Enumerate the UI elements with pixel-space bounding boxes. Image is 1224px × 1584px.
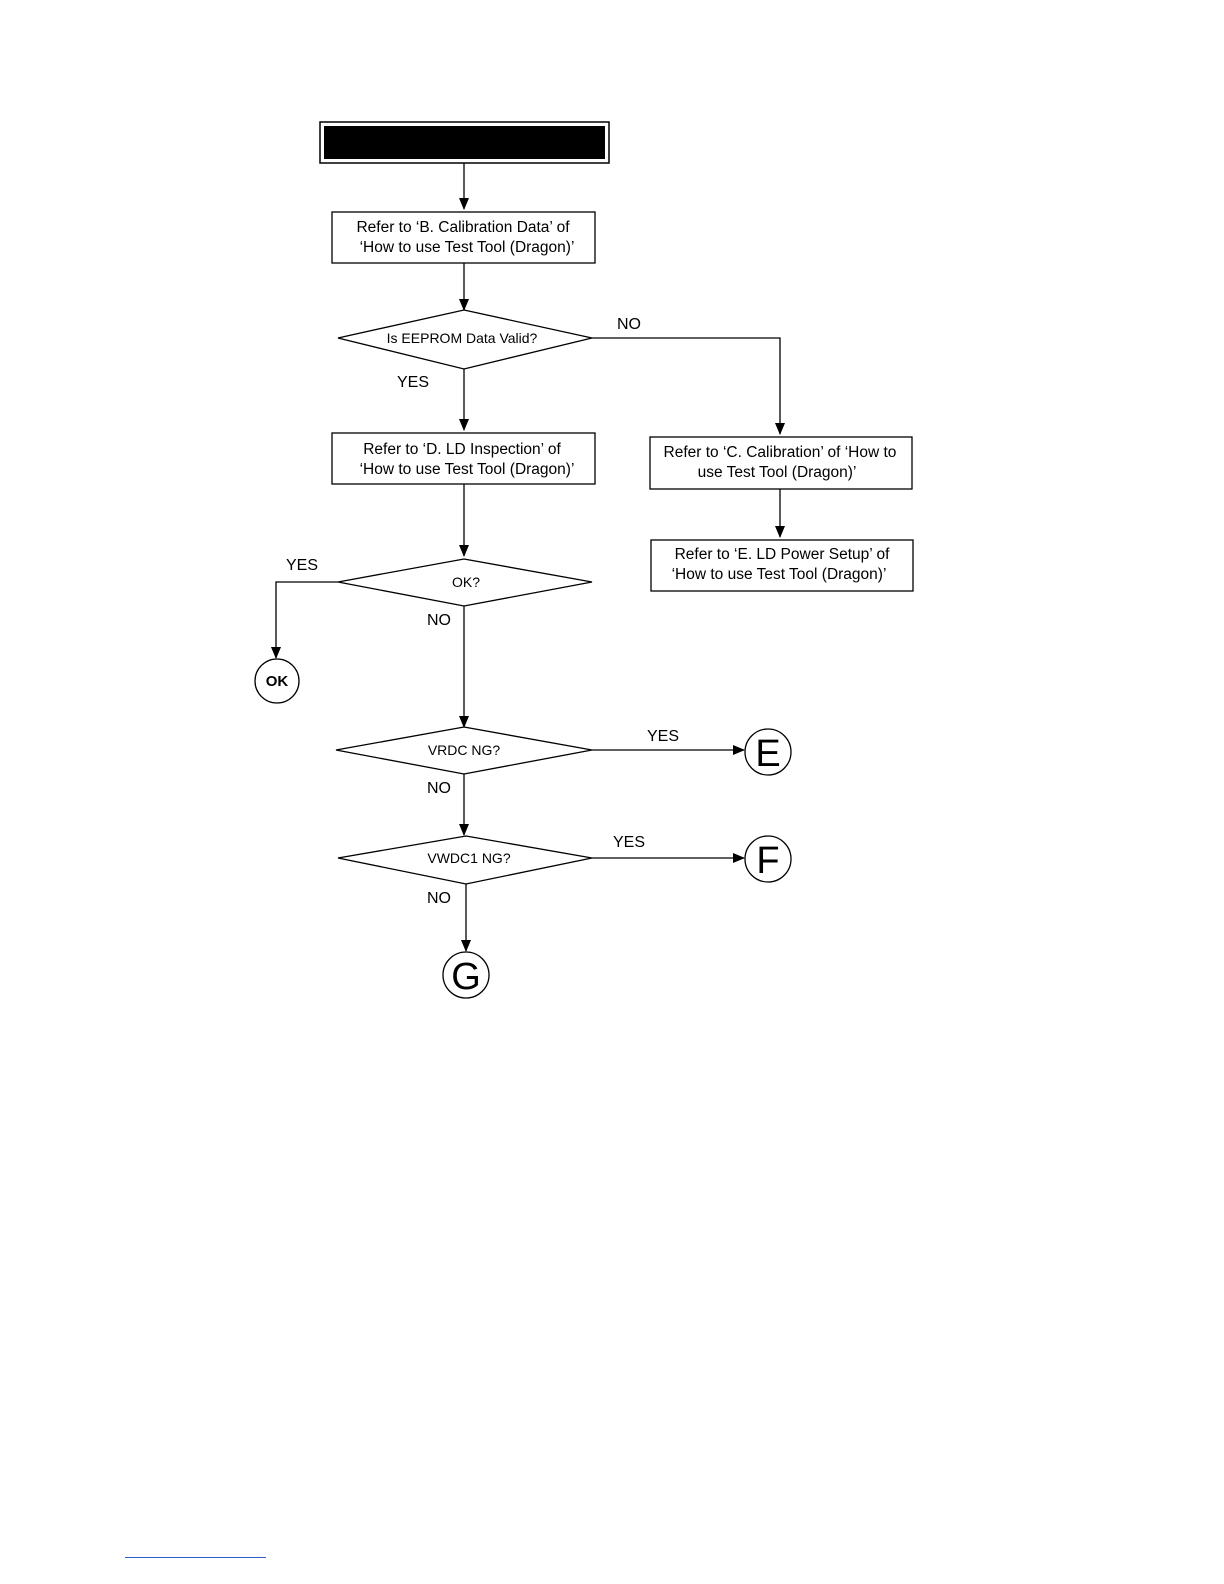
refer-e-line-1: Refer to ‘E. LD Power Setup’ of	[675, 546, 890, 563]
process-refer-b: Refer to ‘B. Calibration Data’ of ‘How t…	[331, 211, 596, 264]
label-vwdc1-no: NO	[427, 890, 451, 907]
refer-b-line-2: ‘How to use Test Tool (Dragon)’	[360, 239, 575, 256]
process-refer-d: Refer to ‘D. LD Inspection’ of ‘How to u…	[331, 432, 596, 485]
refer-b-line-1: Refer to ‘B. Calibration Data’ of	[356, 219, 570, 236]
terminal-ok: OK	[254, 658, 300, 704]
connectors	[271, 163, 785, 952]
terminal-ok-text: OK	[266, 673, 289, 690]
decision-vrdc: VRDC NG?	[335, 726, 593, 775]
terminal-g-text: G	[451, 956, 481, 998]
edge-labels: NO YES YES NO YES NO YES NO	[286, 316, 679, 907]
footer-rule	[125, 1557, 266, 1558]
refer-d-line-2: ‘How to use Test Tool (Dragon)’	[360, 461, 575, 478]
header-block	[319, 121, 610, 164]
label-ok-no: NO	[427, 612, 451, 629]
decision-vwdc1: VWDC1 NG?	[337, 835, 593, 885]
label-vwdc1-yes: YES	[613, 834, 645, 851]
edge-ok-yes	[271, 581, 338, 659]
refer-c-line-2: use Test Tool (Dragon)’	[698, 464, 857, 481]
label-vrdc-yes: YES	[647, 728, 679, 745]
terminal-f-text: F	[756, 840, 779, 882]
refer-c-line-1: Refer to ‘C. Calibration’ of ‘How to	[664, 444, 897, 461]
label-ok-yes: YES	[286, 557, 318, 574]
decision-eeprom-text: Is EEPROM Data Valid?	[387, 330, 538, 346]
decision-ok-text: OK?	[452, 574, 480, 590]
terminal-f: F	[744, 835, 792, 883]
process-refer-c: Refer to ‘C. Calibration’ of ‘How to use…	[649, 436, 913, 490]
label-eeprom-no: NO	[617, 316, 641, 333]
refer-e-line-2: ‘How to use Test Tool (Dragon)’	[672, 566, 887, 583]
decision-ok: OK?	[337, 558, 593, 607]
label-eeprom-yes: YES	[397, 374, 429, 391]
label-vrdc-no: NO	[427, 780, 451, 797]
terminal-e: E	[744, 728, 792, 776]
decision-vwdc1-text: VWDC1 NG?	[427, 850, 510, 866]
decision-eeprom: Is EEPROM Data Valid?	[337, 309, 593, 370]
terminal-g: G	[442, 951, 490, 999]
terminal-e-text: E	[755, 733, 780, 775]
decision-vrdc-text: VRDC NG?	[428, 742, 501, 758]
process-refer-e: Refer to ‘E. LD Power Setup’ of ‘How to …	[650, 539, 914, 592]
refer-d-line-1: Refer to ‘D. LD Inspection’ of	[363, 441, 561, 458]
edge-eeprom-no	[592, 337, 785, 435]
